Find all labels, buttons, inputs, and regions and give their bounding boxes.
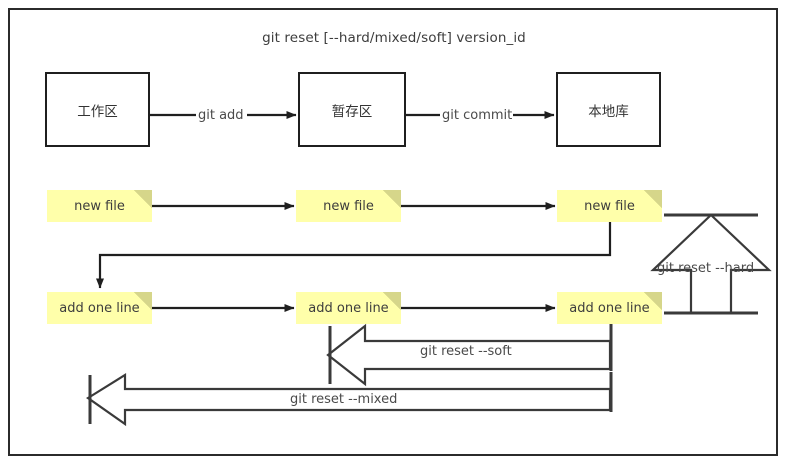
version-note-add-one-line-staging-label: add one line xyxy=(308,300,389,316)
note-fold-icon xyxy=(383,190,401,208)
area-box-repository: 本地库 xyxy=(556,72,661,147)
version-note-add-one-line-working-label: add one line xyxy=(59,300,140,316)
area-box-staging: 暂存区 xyxy=(298,72,406,147)
area-box-working-label: 工作区 xyxy=(77,103,118,120)
version-note-add-one-line-working: add one line xyxy=(47,292,152,324)
area-box-staging-label: 暂存区 xyxy=(331,103,373,120)
block-arrow-label-git-reset-hard: git reset --hard xyxy=(657,261,755,276)
area-box-repository-label: 本地库 xyxy=(588,103,629,120)
version-note-new-file-staging: new file xyxy=(296,190,401,222)
version-note-new-file-staging-label: new file xyxy=(323,198,374,214)
version-note-new-file-repository-label: new file xyxy=(584,198,635,214)
block-arrow-label-git-reset-mixed: git reset --mixed xyxy=(290,392,398,407)
note-fold-icon xyxy=(644,292,662,310)
version-note-add-one-line-staging: add one line xyxy=(296,292,401,324)
edge-label-git-commit: git commit xyxy=(440,108,515,123)
version-note-add-one-line-repository: add one line xyxy=(557,292,662,324)
note-fold-icon xyxy=(134,190,152,208)
edge-label-git-add: git add xyxy=(196,108,246,123)
version-note-new-file-working: new file xyxy=(47,190,152,222)
version-note-new-file-working-label: new file xyxy=(74,198,125,214)
block-arrow-label-git-reset-soft: git reset --soft xyxy=(420,344,512,359)
note-fold-icon xyxy=(134,292,152,310)
note-fold-icon xyxy=(644,190,662,208)
version-note-add-one-line-repository-label: add one line xyxy=(569,300,650,316)
diagram-title: git reset [--hard/mixed/soft] version_id xyxy=(262,30,526,46)
note-fold-icon xyxy=(383,292,401,310)
version-note-new-file-repository: new file xyxy=(557,190,662,222)
area-box-working: 工作区 xyxy=(45,72,150,147)
